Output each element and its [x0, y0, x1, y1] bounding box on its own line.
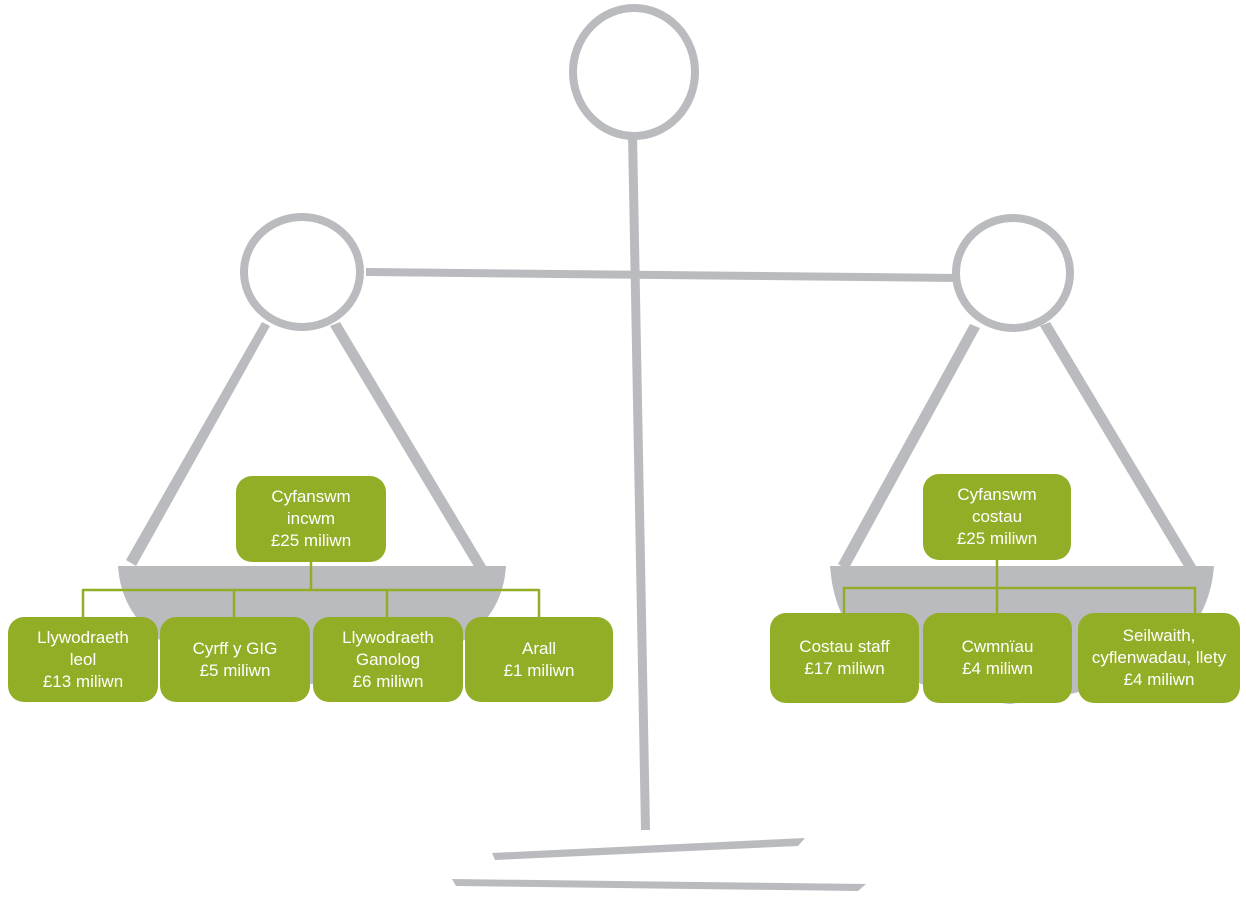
- right-total-line2: costau: [971, 507, 1023, 526]
- cost-item-line1: Cwmnïau: [961, 637, 1034, 656]
- cost-item-line2: cyflenwadau, llety: [1091, 648, 1227, 667]
- income-box-central-government: Llywodraeth Ganolog £6 miliwn: [313, 617, 463, 702]
- income-item-line2: Ganolog: [355, 649, 421, 669]
- base-bar-upper: [492, 838, 805, 860]
- income-item-line3: £13 miliwn: [42, 671, 124, 691]
- left-total-box: Cyfanswm incwm £25 miliwn: [236, 476, 386, 562]
- right-total-line1: Cyfanswm: [957, 485, 1037, 504]
- income-box-nhs-bodies: Cyrff y GIG £5 miliwn: [160, 617, 310, 702]
- cost-item-line1: Costau staff: [799, 637, 890, 656]
- right-total-box: Cyfanswm costau £25 miliwn: [923, 474, 1071, 560]
- income-item-line2: leol: [69, 649, 97, 669]
- cost-box-companies: Cwmnïau £4 miliwn: [923, 613, 1072, 703]
- right-string-a: [838, 324, 980, 570]
- left-total-line3: £25 miliwn: [270, 531, 352, 550]
- right-string-b: [1040, 322, 1196, 570]
- base-bar-lower: [452, 879, 866, 891]
- left-string-a: [126, 322, 270, 566]
- left-total-line1: Cyfanswm: [271, 487, 351, 506]
- top-ring: [569, 4, 699, 140]
- left-total-line2: incwm: [286, 509, 336, 528]
- income-item-line2: £1 miliwn: [503, 660, 575, 680]
- central-post: [628, 134, 650, 830]
- income-item-line1: Cyrff y GIG: [192, 638, 278, 658]
- income-item-line1: Llywodraeth: [342, 627, 434, 647]
- cost-item-line3: £4 miliwn: [1123, 670, 1195, 689]
- cost-item-line1: Seilwaith,: [1122, 626, 1196, 645]
- income-item-line1: Arall: [521, 638, 556, 658]
- left-connectors: [81, 562, 541, 617]
- cost-item-line2: £17 miliwn: [804, 659, 885, 678]
- cost-box-infrastructure: Seilwaith, cyflenwadau, llety £4 miliwn: [1078, 613, 1240, 703]
- cross-beam: [366, 268, 958, 282]
- income-box-local-government: Llywodraeth leol £13 miliwn: [8, 617, 158, 702]
- left-ring: [240, 213, 364, 331]
- right-ring: [952, 214, 1074, 332]
- right-total-line3: £25 miliwn: [956, 529, 1038, 548]
- income-item-line3: £6 miliwn: [352, 671, 424, 691]
- right-connectors: [842, 560, 1197, 613]
- cost-item-line2: £4 miliwn: [962, 659, 1033, 678]
- income-item-line1: Llywodraeth: [37, 627, 129, 647]
- income-box-other: Arall £1 miliwn: [465, 617, 613, 702]
- left-string-b: [330, 322, 486, 570]
- cost-box-staff-costs: Costau staff £17 miliwn: [770, 613, 919, 703]
- income-item-line2: £5 miliwn: [199, 660, 271, 680]
